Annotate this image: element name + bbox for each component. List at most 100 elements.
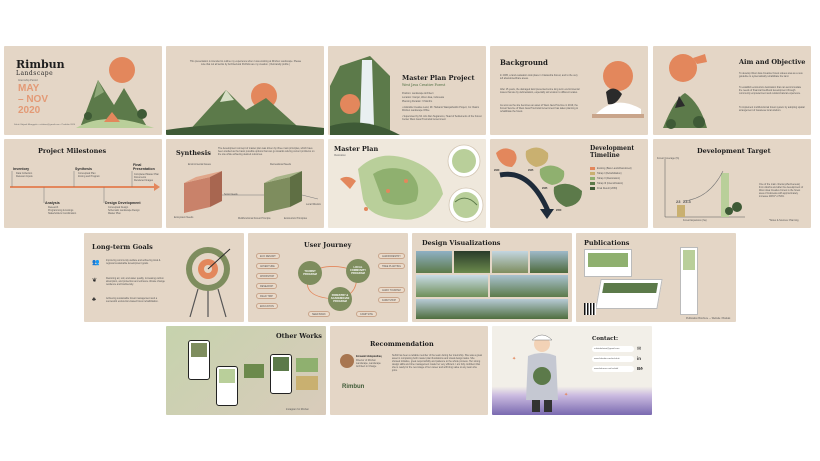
slide-user-journey[interactable]: User Journey TOURIST PROGRAM LOCAL COMMU… (248, 233, 408, 322)
phone-mockup[interactable] (216, 366, 238, 406)
target-chart (664, 159, 745, 218)
qr-code-image[interactable] (584, 303, 596, 315)
target-bar-label-0: 23 (676, 199, 681, 204)
target-body: One of the main criteria (effectiveness)… (759, 183, 803, 198)
render-image[interactable] (416, 251, 452, 273)
email-text: suhitahelmiwi@gmail.com (594, 348, 620, 350)
mpp-detail-0: Position: Landscape Architect (402, 92, 434, 95)
other-works-title: Other Works (276, 332, 322, 340)
publications-title: Publications (584, 239, 630, 247)
milestones-title: Project Milestones (38, 147, 107, 155)
slide-project-milestones[interactable]: Project Milestones Inventory Data Collec… (4, 139, 162, 228)
render-image[interactable] (416, 299, 568, 319)
render-image[interactable] (490, 275, 568, 297)
slide-intro[interactable]: This presentation is intended to outline… (166, 46, 324, 135)
journey-tag: SEED BANK (308, 311, 330, 317)
masterplan-title: Master Plan (334, 145, 379, 153)
booklet-image[interactable] (595, 279, 663, 309)
cover-period-label: Internship Period (18, 79, 38, 82)
phone-mockup[interactable] (188, 340, 210, 380)
target-icon (186, 247, 231, 318)
slide-recommendation[interactable]: Recommendation Ernawati Hidayatulhaq Dir… (330, 326, 488, 415)
target-title: Development Target (697, 147, 771, 155)
phone-mockup[interactable] (270, 354, 292, 394)
journey-tag: ECO RESORT (256, 253, 280, 259)
mail-icon[interactable]: ✉ (637, 346, 642, 352)
slide-background[interactable]: Background In 2005, a land evaluation to… (490, 46, 648, 135)
timeline-title: Development Timeline (590, 145, 635, 159)
slide-design-visualizations[interactable]: Design Visualizations (412, 233, 572, 322)
post-thumbnail[interactable] (244, 364, 264, 378)
behance-field[interactable]: www.behance.net/suhitiif (592, 366, 634, 372)
synthesis-label-recreational: Recreational Needs (270, 163, 291, 166)
background-para-2: As soon as the site becomes an asset of … (500, 104, 579, 113)
intro-text: This presentation is intended to outline… (189, 60, 302, 66)
post-thumbnail[interactable] (296, 358, 318, 372)
render-image[interactable] (454, 251, 490, 273)
slide-cover[interactable]: Rimbun Landscape Internship Period MAY –… (4, 46, 162, 135)
linkedin-icon[interactable]: in (637, 356, 641, 361)
synthesis-label-ecosystem: Ecosystem Needs (174, 216, 194, 219)
render-image[interactable] (492, 251, 528, 273)
background-illustration (592, 61, 644, 118)
community-icon: 👥 (92, 260, 100, 266)
mpp-detail-3: • Adorable Creative Land, Mr. Hartanto W… (402, 106, 480, 112)
slide-master-plan[interactable]: Master Plan Illustration (328, 139, 486, 228)
post-thumbnail[interactable] (296, 376, 318, 390)
legend-item: Final Result (2050) (597, 187, 618, 190)
journey-node-community[interactable]: LOCAL COMMUNITY PROGRAM (350, 266, 366, 275)
leaf-icon: ❦ (92, 278, 98, 284)
slide-development-timeline[interactable]: Development Timeline 2020 2025 2035 2050… (490, 139, 648, 228)
synthesis-label-ecotourism: Ecotourism Principles (284, 217, 307, 220)
milestone-design-item: Schematic Landscape Design (108, 209, 140, 212)
slide-synthesis[interactable]: Synthesis The development concept of mas… (166, 139, 324, 228)
cover-year: 2020 (18, 105, 41, 116)
slide-long-term-goals[interactable]: Long-term Goals 👥 Improving community we… (84, 233, 244, 322)
timeline-year-0: 2020 (494, 169, 500, 172)
journey-tag: FIELD TRIP (256, 293, 277, 299)
milestone-final-item: Completed Master Plan Documents (134, 173, 159, 179)
cover-footer: Suhiti Vidyadi Manggala • suhitivm@gmail… (14, 124, 76, 126)
legend-item: Tahap II (Restoration) (597, 177, 620, 180)
poster-image[interactable] (680, 247, 698, 315)
goal-2: Achieving sustainable forest management … (106, 297, 159, 303)
slide-master-plan-project[interactable]: Master Plan Project West Java Creative F… (328, 46, 486, 135)
milestone-analysis-item: Research (48, 206, 59, 209)
milestone-analysis-item: Programming & Listings (48, 209, 74, 212)
render-image[interactable] (530, 251, 568, 273)
timeline-legend: Existing (Bare Land/Abandoned) Tahap I (… (590, 167, 644, 190)
journey-tag: FARM SHOP (378, 297, 401, 303)
slide-development-target[interactable]: Development Target Forest Coverage (%) 2… (653, 139, 811, 228)
milestone-inventory-item: Relevant Inputs (16, 175, 33, 178)
journey-node-forestry[interactable]: FORESTRY & ACADEMICIAN PROGRAM (330, 294, 350, 303)
slide-publications[interactable]: Publications Publication Brochure — Webs… (576, 233, 736, 322)
mpp-title: Master Plan Project (402, 74, 475, 82)
mpp-detail-2: Planning Duration: 6 Months (402, 100, 433, 103)
milestone-analysis-item: Stakeholders Coordination (48, 212, 77, 215)
timeline-year-2: 2035 (542, 187, 548, 190)
recommender-name: Ernawati Hidayatulhaq (356, 355, 382, 358)
svg-text:✦: ✦ (564, 392, 568, 398)
slide-contact[interactable]: ✦ ✦ Contact: suhitahelmiwi@gmail.com ✉ w… (492, 326, 652, 415)
aim-para-0: To develop West Java Creative Forest val… (739, 72, 803, 78)
journey-node-tourist[interactable]: TOURIST PROGRAM (303, 270, 317, 276)
timeline-year-1: 2025 (528, 169, 534, 172)
recommendation-body: Suhiti has been a reliable member of the… (392, 354, 482, 372)
timeline-year-3: 2050 (556, 209, 562, 212)
brochure-image[interactable] (584, 249, 632, 277)
render-image[interactable] (416, 275, 488, 297)
mpp-detail-1: Location: Cianjur, West Java, Indonesia (402, 96, 444, 99)
cover-month-end: – NOV (18, 94, 49, 105)
behance-icon[interactable]: Bē (637, 366, 643, 371)
cover-title: Rimbun (16, 58, 65, 71)
aim-title: Aim and Objective (739, 58, 806, 66)
slide-aim-objective[interactable]: Aim and Objective To develop West Java C… (653, 46, 811, 135)
synthesis-label-env: Environmental Issues (188, 163, 211, 166)
email-field[interactable]: suhitahelmiwi@gmail.com (592, 346, 634, 352)
avatar (340, 354, 354, 368)
background-para-0: In 2005, a land evaluation took place in… (500, 74, 578, 80)
slide-other-works[interactable]: Other Works Instagram for Rimbun (166, 326, 326, 415)
linkedin-field[interactable]: www.linkedin.com/in/suhiti (592, 356, 634, 362)
visualizations-title: Design Visualizations (422, 239, 501, 247)
publications-caption: Publication Brochure — Website / Booklet (686, 317, 731, 320)
